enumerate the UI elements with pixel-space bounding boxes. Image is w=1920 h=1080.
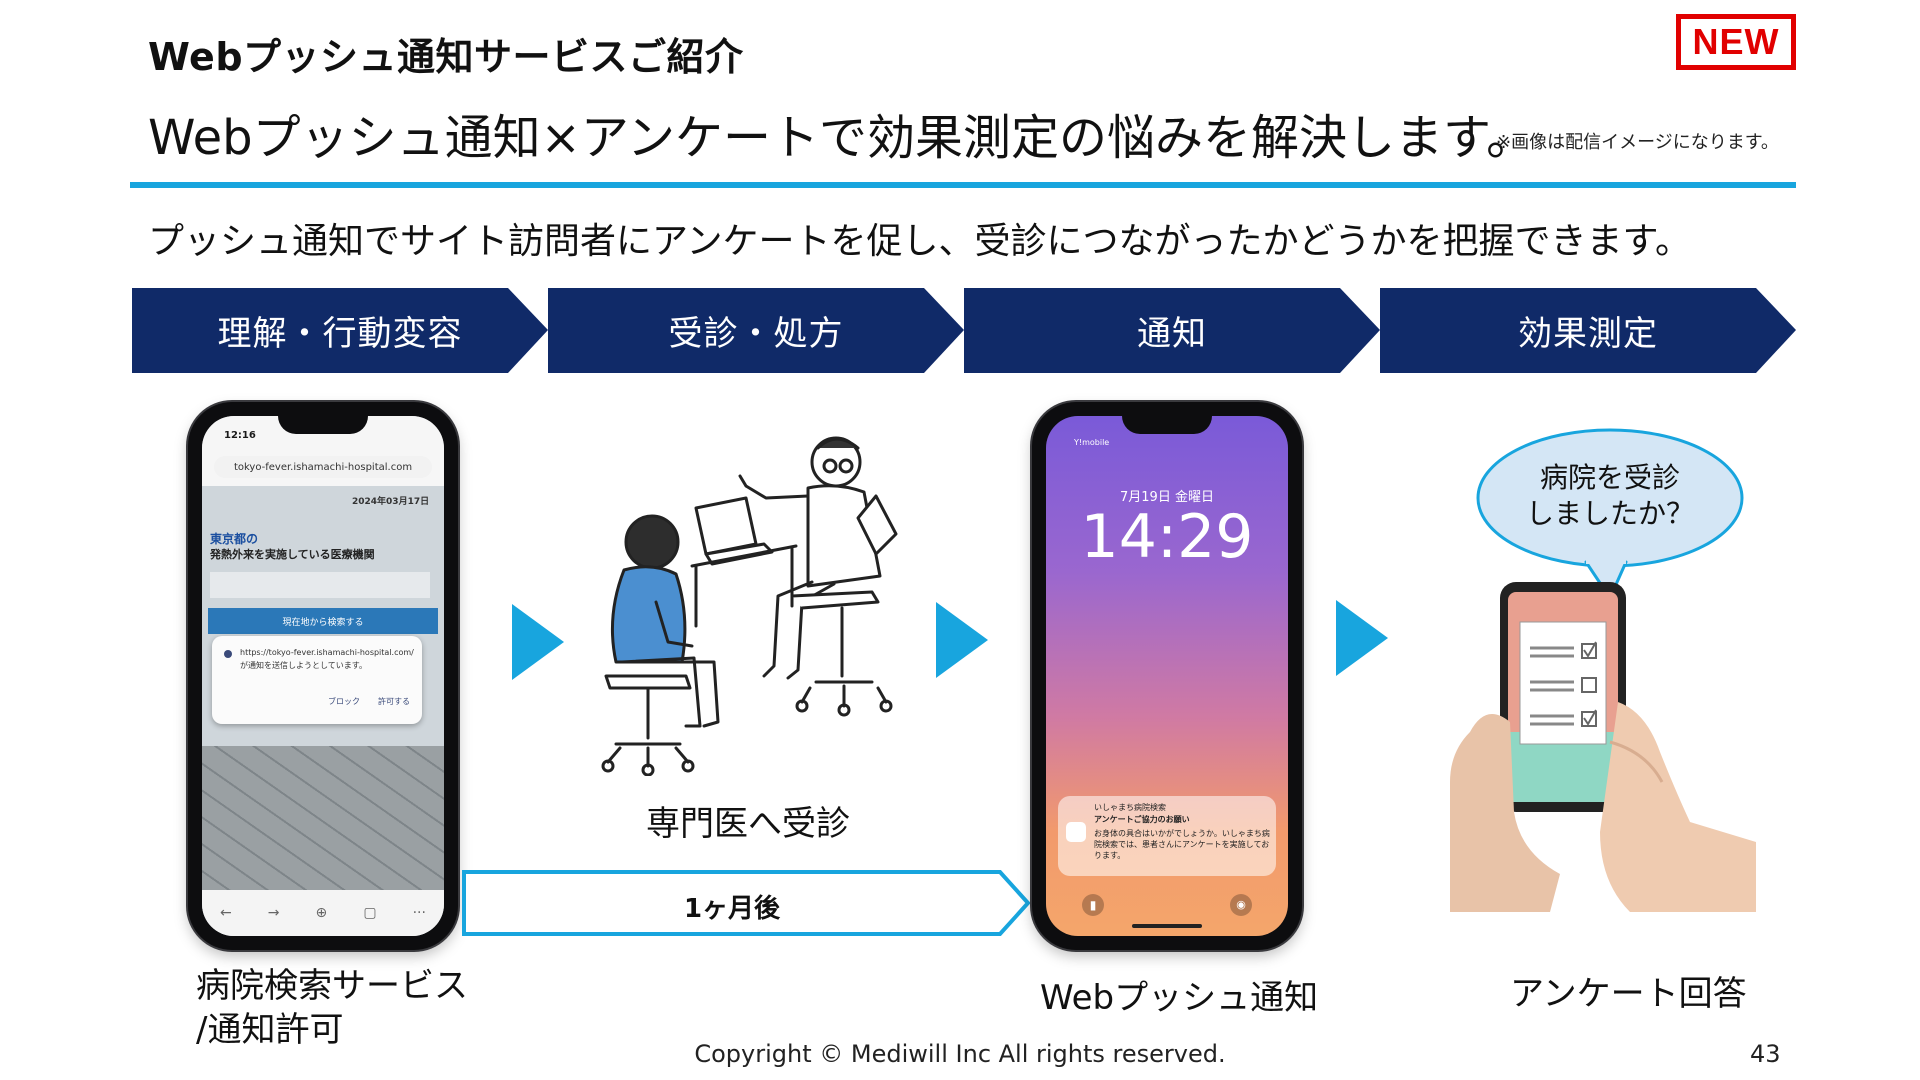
push-notification-card[interactable]: いしゃまち病院検索 アンケートご協力のお願い お身体の具合はいかがでしょうか。い…	[1058, 796, 1276, 876]
arrow-right-icon	[936, 602, 988, 678]
phone-notch	[1122, 416, 1212, 434]
site-date: 2024年03月17日	[352, 497, 430, 507]
notif-title: アンケートご協力のお願い	[1094, 815, 1190, 824]
caption-phone2: Webプッシュ通知	[1040, 978, 1319, 1018]
chevron-shape	[548, 288, 964, 373]
timeline-arrow	[462, 870, 1031, 936]
speech-bubble	[1476, 428, 1744, 600]
page-subtitle: Webプッシュ通知×アンケートで効果測定の悩みを解決します。	[148, 110, 1535, 166]
notification-permission-dialog: https://tokyo-fever.ishamachi-hospital.c…	[212, 636, 422, 724]
step-notification: 通知	[964, 288, 1380, 373]
add-tab-icon[interactable]: ⊕	[315, 905, 328, 921]
more-icon[interactable]: ···	[412, 905, 426, 921]
search-location-button[interactable]: 現在地から検索する	[208, 608, 438, 634]
page-number: 43	[1750, 1040, 1781, 1068]
image-note: ※画像は配信イメージになります。	[1496, 132, 1779, 153]
arrow-right-icon	[1336, 600, 1388, 676]
phone-screen: 12:16 tokyo-fever.ishamachi-hospital.com…	[202, 416, 444, 936]
arrow-right-icon	[512, 604, 564, 680]
camera-icon[interactable]: ◉	[1230, 894, 1252, 916]
dialog-text: が通知を送信しようとしています。	[240, 661, 367, 670]
allow-button[interactable]: 許可する	[378, 697, 410, 706]
step-label: 通知	[1137, 314, 1207, 354]
page-title: Webプッシュ通知サービスご紹介	[148, 35, 744, 79]
forward-icon[interactable]: →	[267, 905, 280, 921]
bell-icon	[224, 650, 232, 658]
header-divider	[130, 182, 1796, 188]
phone-push-notification: Y!mobile 7月19日 金曜日 14:29 いしゃまち病院検索 アンケート…	[1032, 402, 1302, 950]
timeline-label: 1ヶ月後	[683, 894, 781, 924]
doctor-patient-illustration	[601, 436, 898, 776]
site-heading: 発熱外来を実施している医療機関	[210, 548, 375, 561]
lead-text: プッシュ通知でサイト訪問者にアンケートを促し、受診につながったかどうかを把握でき…	[148, 221, 1691, 262]
survey-phone-illustration	[1450, 582, 1756, 912]
notif-body: お身体の具合はいかがでしょうか。いしゃまち病院検索では、患者さんにアンケートを実…	[1094, 829, 1270, 860]
home-indicator	[1132, 924, 1202, 928]
step-label: 効果測定	[1518, 314, 1658, 354]
new-badge: NEW	[1676, 14, 1796, 70]
caption-phone1: 病院検索サービス /通知許可	[196, 966, 468, 1050]
back-icon[interactable]: ←	[220, 905, 232, 921]
tabs-icon[interactable]: ▢	[363, 905, 377, 921]
carrier-label: Y!mobile	[1074, 438, 1110, 447]
caption-hospital: 専門医へ受診	[646, 804, 850, 844]
phone-notch	[278, 416, 368, 434]
dialog-url: https://tokyo-fever.ishamachi-hospital.c…	[240, 648, 414, 657]
copyright-footer: Copyright © Mediwill Inc All rights rese…	[694, 1040, 1226, 1068]
chevron-shape	[964, 288, 1380, 373]
phone-hospital-search: 12:16 tokyo-fever.ishamachi-hospital.com…	[188, 402, 458, 950]
step-understanding: 理解・行動変容	[132, 288, 548, 373]
speech-bubble-text: 病院を受診 しましたか？	[1525, 461, 1694, 530]
step-label: 受診・処方	[668, 314, 844, 354]
url-bar: tokyo-fever.ishamachi-hospital.com	[214, 456, 432, 478]
step-measurement: 効果測定	[1380, 288, 1796, 373]
status-time: 12:16	[224, 430, 256, 441]
caption-survey: アンケート回答	[1510, 974, 1747, 1014]
block-button[interactable]: ブロック	[328, 697, 360, 706]
flashlight-icon[interactable]: ▮	[1082, 894, 1104, 916]
lock-time: 14:29	[1080, 502, 1254, 572]
chevron-shape	[132, 288, 548, 373]
site-heading-city: 東京都の	[210, 532, 259, 546]
step-consultation: 受診・処方	[548, 288, 964, 373]
chevron-shape	[1380, 288, 1796, 373]
browser-toolbar: ← → ⊕ ▢ ···	[202, 890, 444, 936]
app-icon	[1066, 822, 1086, 842]
lock-screen: Y!mobile 7月19日 金曜日 14:29 いしゃまち病院検索 アンケート…	[1046, 416, 1288, 936]
notif-app-name: いしゃまち病院検索	[1094, 803, 1166, 812]
lock-date: 7月19日 金曜日	[1120, 490, 1214, 505]
step-label: 理解・行動変容	[217, 314, 463, 354]
